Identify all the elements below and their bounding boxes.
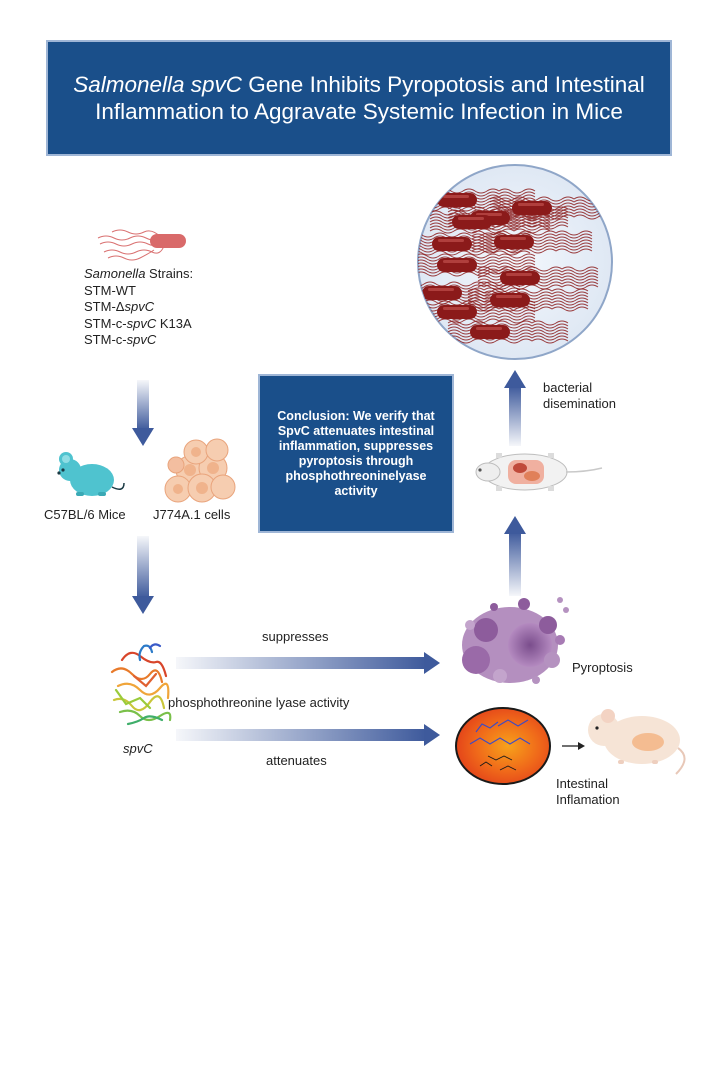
bacteria-flagellum — [489, 214, 611, 220]
bacteria-flagellum — [418, 303, 536, 309]
bacterial-label-line-2: disemination — [543, 396, 616, 411]
mice-label: C57BL/6 Mice — [44, 507, 126, 522]
bacteria-flagellum — [447, 338, 569, 344]
bacteria-highlight — [506, 273, 532, 276]
bacteria-flagellum — [447, 323, 569, 329]
bacteria-highlight — [518, 203, 544, 206]
pyroptosis-label: Pyroptosis — [572, 660, 633, 675]
bacteria-highlight — [458, 217, 484, 220]
bacteria-highlight — [438, 239, 464, 242]
strain-item-3-suffix: K13A — [156, 315, 192, 331]
bacteria-flagellum — [489, 211, 611, 217]
strain-item-2-prefix: STM-Δ — [84, 299, 125, 314]
cells-icon — [164, 438, 236, 503]
bacteria-flagellum — [429, 228, 551, 234]
title-banner: Salmonella spvC Gene Inhibits Pyropotosi… — [46, 40, 672, 156]
bacteria-flagellum — [429, 225, 551, 231]
bacteria-highlight — [476, 327, 502, 330]
strain-heading-italic: Samonella — [84, 266, 146, 281]
activity-label: phosphothreonine lyase activity — [168, 695, 350, 710]
bacteria-highlight — [443, 195, 469, 198]
strain-item-3: STM-c-spvC K13A — [84, 316, 193, 333]
dissected-mouse-icon — [475, 453, 603, 491]
strain-item-4-italic: spvC — [126, 332, 157, 347]
bacteria-flagellum — [471, 248, 593, 254]
spvc-label: spvC — [123, 741, 153, 756]
bacteria-flagellum — [477, 269, 599, 275]
bacteria-highlight — [500, 237, 526, 240]
bacteria-flagellum — [467, 291, 589, 297]
title-line1-rest: Gene Inhibits Pyropotosis and Intestinal — [242, 72, 645, 97]
spvc-protein-icon — [110, 643, 172, 726]
bacteria-flagellum — [477, 266, 599, 272]
cells-label: J774A.1 cells — [153, 507, 231, 522]
intestinal-label-line-1: Intestinal — [556, 776, 609, 791]
salmonella-icon — [97, 229, 186, 261]
strain-item-4-prefix: STM-c- — [84, 332, 127, 347]
intestine-icon — [455, 707, 551, 785]
arrow-down-2 — [132, 536, 154, 614]
intestinal-label: Intestinal Inflamation — [556, 776, 620, 807]
bacteria-highlight — [496, 295, 522, 298]
bacteria-highlight — [443, 307, 469, 310]
bacteria-flagellum — [467, 288, 589, 294]
bacteria-circle — [417, 164, 613, 360]
conclusion-box: Conclusion: We verify that SpvC attenuat… — [258, 374, 454, 533]
arrow-up-2 — [504, 370, 526, 446]
bacteria-highlight — [428, 288, 454, 291]
arrow-down-1 — [132, 380, 154, 446]
mouse-icon — [57, 452, 125, 496]
arrow-up-1 — [504, 516, 526, 596]
strain-item-3-prefix: STM-c- — [84, 315, 127, 331]
title-italic: Salmonella spvC — [73, 72, 243, 97]
suppresses-label: suppresses — [262, 629, 329, 644]
bacteria-flagellum — [418, 253, 536, 259]
strain-heading-rest: Strains: — [145, 266, 194, 281]
arrow-to-rat — [562, 742, 585, 750]
bacteria-flagellum — [447, 335, 569, 341]
conclusion-text: Conclusion: We verify that SpvC attenuat… — [277, 408, 435, 498]
bacteria-flagellum — [489, 196, 611, 202]
strain-item-1: STM-WT — [84, 282, 136, 298]
bacteria-flagellum — [447, 320, 569, 326]
bacteria-highlight — [443, 260, 469, 263]
bacteria-flagellum — [489, 199, 611, 205]
strain-item-2-italic: spvC — [124, 299, 155, 314]
bacterial-label-line-1: bacterial — [543, 380, 593, 395]
rat-icon — [588, 709, 686, 775]
strain-item-3-italic: spvC — [126, 315, 157, 331]
bacteria-flagellum — [418, 256, 536, 262]
attenuates-label: attenuates — [266, 753, 327, 768]
strain-item-2: STM-ΔspvC — [84, 299, 193, 316]
arrow-suppresses — [176, 652, 440, 674]
bacterial-label: bacterial disemination — [543, 380, 616, 412]
bacteria-flagellum — [471, 245, 593, 251]
arrow-attenuates — [176, 724, 440, 746]
strain-item-4: STM-c-spvC — [84, 332, 193, 349]
strain-list: Samonella Strains: STM-WT STM-ΔspvC STM-… — [84, 266, 193, 349]
strain-heading: Samonella Strains: — [84, 266, 193, 283]
pyroptosis-icon — [462, 597, 569, 684]
bacteria-flagellum — [471, 233, 593, 239]
title-line-1: Salmonella spvC Gene Inhibits Pyropotosi… — [73, 71, 645, 98]
title-line-2: Inflammation to Aggravate Systemic Infec… — [95, 99, 623, 124]
intestinal-label-line-2: Inflamation — [556, 791, 620, 807]
